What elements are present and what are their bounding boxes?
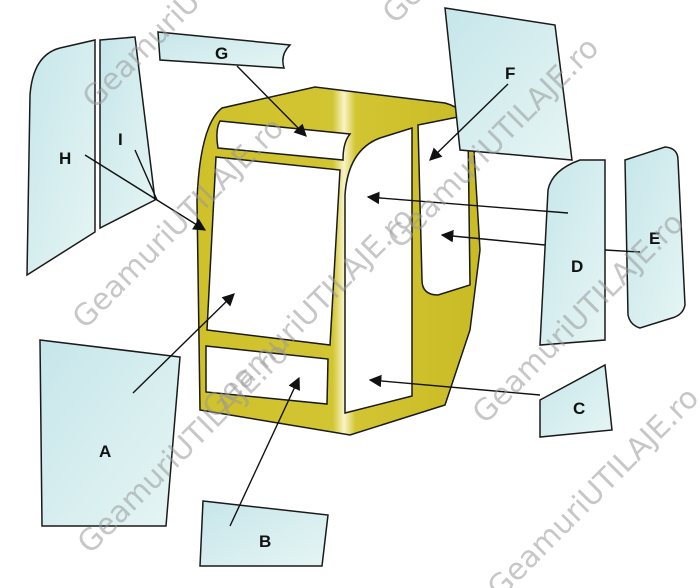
glass-panel-d — [539, 159, 606, 346]
glass-panel-f — [444, 7, 573, 161]
glass-panel-i — [99, 36, 156, 230]
label-c: C — [573, 399, 585, 418]
label-e: E — [649, 229, 660, 248]
arrow-f — [429, 83, 509, 161]
arrow-g — [236, 65, 307, 137]
arrow-d-lower — [440, 229, 546, 246]
glass-panel-e — [624, 146, 686, 329]
glass-panel-g — [157, 31, 292, 69]
glass-panel-b — [199, 500, 329, 567]
label-h: H — [59, 149, 71, 168]
glass-panel-a — [39, 339, 181, 527]
glass-panel-h — [26, 39, 96, 277]
cab-roof-window — [216, 120, 352, 161]
label-i: I — [118, 130, 123, 149]
arrow-d-upper — [366, 191, 569, 214]
label-g: G — [215, 44, 228, 63]
label-b: B — [259, 532, 271, 551]
arrow-b — [229, 376, 300, 527]
arrow-c — [368, 374, 541, 396]
arrow-e — [604, 249, 641, 253]
arrow-h — [84, 154, 207, 231]
cab-front-window — [206, 156, 341, 346]
arrow-a — [132, 293, 235, 394]
arrow-i — [134, 149, 158, 201]
label-d: D — [571, 257, 583, 276]
label-a: A — [99, 442, 111, 461]
label-f: F — [505, 64, 515, 83]
glass-panel-c — [539, 363, 613, 438]
